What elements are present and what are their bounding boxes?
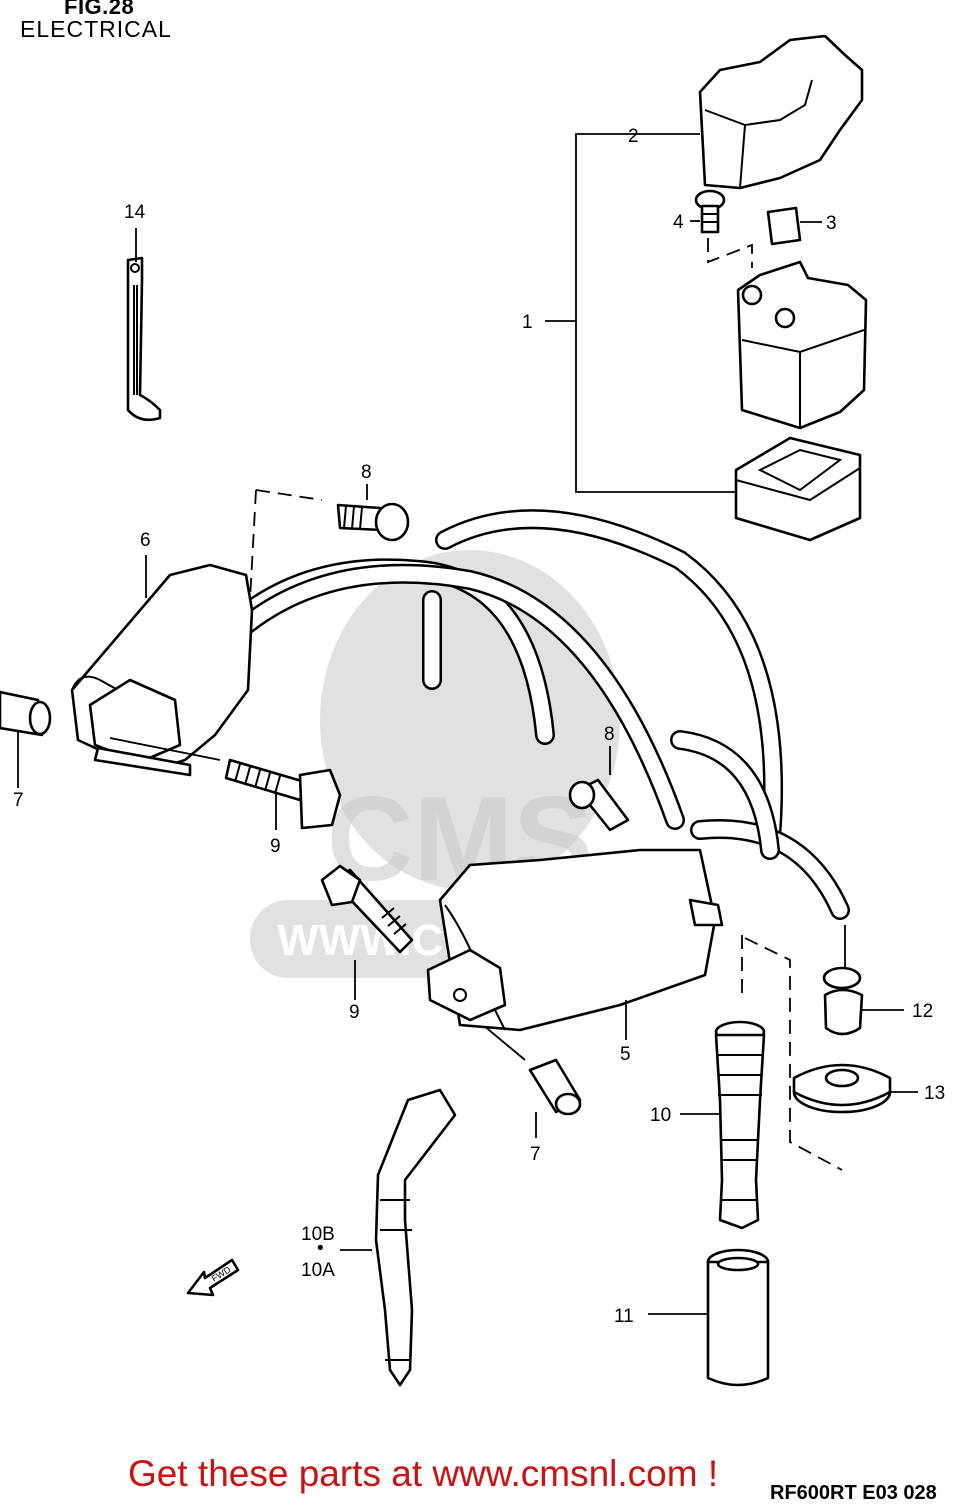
callout-4: 4 [673,212,684,233]
callout-5: 5 [620,1044,631,1065]
part-7-collar-left[interactable] [0,690,52,788]
part-10a-10b-plug-cap[interactable] [340,1088,457,1387]
part-7-collar-right[interactable] [464,1009,582,1138]
footer-link[interactable]: Get these parts at www.cmsnl.com ! [128,1453,719,1494]
part-14-bracket[interactable] [126,228,162,422]
part-11-cap[interactable] [648,1248,770,1387]
ignition-leads [230,509,850,920]
part-3-fuse[interactable] [766,206,822,246]
figure-title: ELECTRICAL [20,16,172,42]
part-9-bolt-right[interactable] [320,864,414,1000]
figure-number: FIG.28 [64,0,135,19]
callout-14: 14 [124,202,146,223]
part-8-bolt-right[interactable] [568,746,630,832]
callout-1: 1 [522,312,533,333]
callout-2: 2 [628,126,639,147]
callout-7b: 7 [530,1144,541,1165]
part-6-ignition-coil[interactable] [70,555,254,777]
callout-10b: 10B [301,1224,335,1245]
callout-8a: 8 [361,462,372,483]
part-9-bolt-left[interactable] [224,758,342,830]
part-12-grommet[interactable] [822,925,904,1036]
callout-8b: 8 [604,724,615,745]
callout-12: 12 [912,1001,933,1022]
callout-9a: 9 [270,836,281,857]
callout-6: 6 [140,530,151,551]
part-5-ignition-coil[interactable] [426,848,724,1040]
callout-9b: 9 [349,1002,360,1023]
part-2-cover[interactable] [698,34,864,190]
part-8-bolt-top[interactable] [249,484,410,601]
callout-10-dot: • [317,1238,324,1259]
assembly-1-leaders [545,133,735,493]
part-4-screw[interactable] [690,189,753,268]
callout-labels: 1 2 3 4 5 6 7 7 8 8 9 9 10 10B • 10A 11 … [13,126,945,1327]
callout-13: 13 [924,1083,945,1104]
diagram-code: RF600RT E03 028 [770,1482,937,1504]
part-10-plug-cap[interactable] [680,935,843,1230]
part-13-washer[interactable] [792,1063,918,1114]
callout-11: 11 [614,1306,634,1327]
callout-3: 3 [826,213,837,234]
callout-7a: 7 [13,790,24,811]
callout-10a: 10A [301,1260,335,1281]
part-1-relay[interactable] [736,260,868,430]
callout-10: 10 [650,1105,671,1126]
fwd-arrow: FWD [186,1258,240,1297]
part-1-holder[interactable] [734,436,862,542]
